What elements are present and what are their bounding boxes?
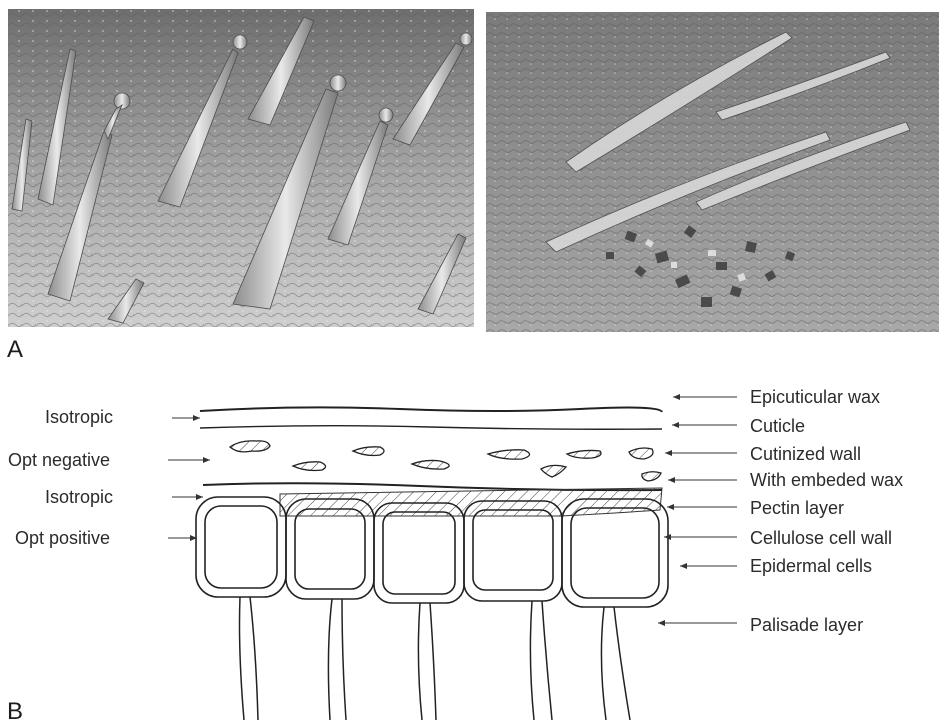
label-isotropic-top: Isotropic	[45, 407, 113, 427]
right-labels: Epicuticular wax Cuticle Cutinized wall …	[750, 387, 903, 635]
label-opt-negative: Opt negative	[8, 450, 110, 470]
label-cellulose-cell-wall: Cellulose cell wall	[750, 528, 892, 548]
sem-photo-trichomes	[8, 9, 474, 327]
palisade-layer	[240, 597, 631, 720]
label-isotropic-bottom: Isotropic	[45, 487, 113, 507]
panel-label-a: A	[7, 336, 23, 364]
embedded-wax-blobs	[230, 441, 661, 481]
left-labels: Isotropic Opt negative Isotropic Opt pos…	[8, 407, 113, 548]
label-with-embeded-wax: With embeded wax	[750, 470, 903, 490]
epicuticular-wax-line	[200, 407, 662, 412]
label-epicuticular-wax: Epicuticular wax	[750, 387, 880, 407]
panel-label-b: B	[7, 698, 23, 726]
label-pectin-layer: Pectin layer	[750, 498, 844, 518]
cuticle-cross-section-diagram: Isotropic Opt negative Isotropic Opt pos…	[0, 370, 939, 728]
cuticle-line	[200, 426, 662, 430]
right-arrows	[658, 397, 737, 623]
left-arrows	[168, 418, 210, 538]
label-cutinized-wall: Cutinized wall	[750, 444, 861, 464]
label-palisade-layer: Palisade layer	[750, 615, 863, 635]
label-cuticle: Cuticle	[750, 416, 805, 436]
label-opt-positive: Opt positive	[15, 528, 110, 548]
label-epidermal-cells: Epidermal cells	[750, 556, 872, 576]
pectin-layer	[280, 488, 662, 516]
sem-photo-wax-crystals	[486, 12, 939, 332]
